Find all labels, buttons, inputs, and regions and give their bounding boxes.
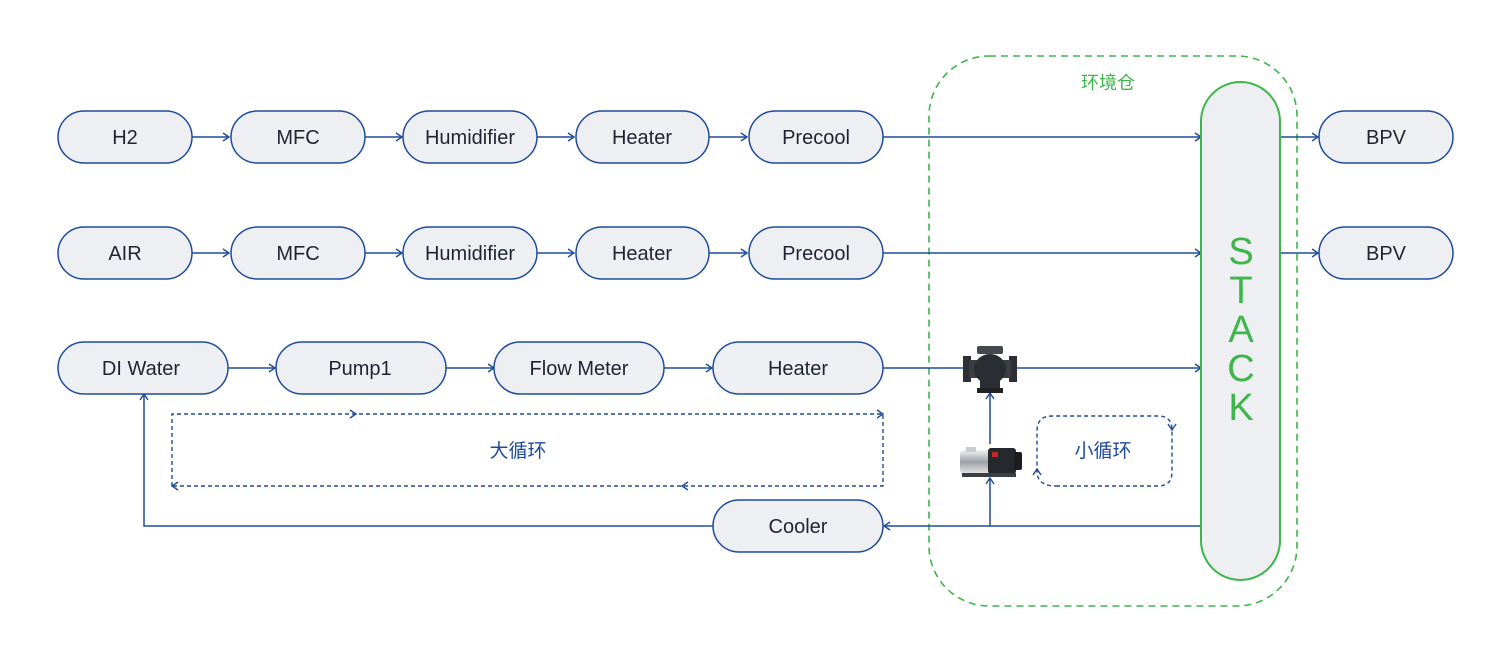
large-loop-label: 大循环 <box>489 440 546 462</box>
bpv-node[interactable]: BPV <box>1318 110 1454 164</box>
precool-node[interactable]: Precool <box>748 110 884 164</box>
heater-label: Heater <box>612 127 672 149</box>
stack-letter: K <box>1228 387 1253 429</box>
stack-letter: C <box>1227 348 1254 390</box>
air-row-connectors <box>192 248 1320 258</box>
di-water-node[interactable]: DI Water <box>57 341 229 395</box>
mfc-node[interactable]: MFC <box>230 226 366 280</box>
humidifier-label: Humidifier <box>425 127 515 149</box>
chamber-label: 环境仓 <box>1081 73 1135 94</box>
h2-label: H2 <box>112 127 138 149</box>
bpv-label: BPV <box>1366 243 1407 265</box>
humidifier-node[interactable]: Humidifier <box>402 110 538 164</box>
heater-node[interactable]: Heater <box>575 226 710 280</box>
three-way-valve-icon <box>963 346 1017 393</box>
heater-label: Heater <box>612 243 672 265</box>
humidifier-node[interactable]: Humidifier <box>402 226 538 280</box>
environment-chamber: 环境仓 <box>928 55 1298 607</box>
heater-node[interactable]: Heater <box>712 341 884 395</box>
pump1-node[interactable]: Pump1 <box>275 341 447 395</box>
water-loop-connectors <box>139 363 1203 531</box>
small-loop-indicator: 小循环 <box>1032 415 1177 487</box>
hydrogen-row-connectors <box>192 132 1320 142</box>
di-water-label: DI Water <box>102 358 180 380</box>
stack-letter: S <box>1228 231 1253 273</box>
precool-label: Precool <box>782 243 850 265</box>
air-row: AIR MFC Humidifier Heater Precool <box>57 226 884 280</box>
heater-label: Heater <box>768 358 828 380</box>
h2-node[interactable]: H2 <box>57 110 193 164</box>
bpv-outputs: BPV BPV <box>1318 110 1454 280</box>
cooler-label: Cooler <box>769 516 828 538</box>
bpv-node[interactable]: BPV <box>1318 226 1454 280</box>
centrifugal-pump-icon <box>960 447 1022 477</box>
stack-letter: T <box>1229 270 1252 312</box>
stack-node[interactable]: S T A C K <box>1200 81 1281 581</box>
air-label: AIR <box>108 243 141 265</box>
precool-label: Precool <box>782 127 850 149</box>
cooler-node[interactable]: Cooler <box>712 499 884 553</box>
heater-node[interactable]: Heater <box>575 110 710 164</box>
pump1-label: Pump1 <box>328 358 391 380</box>
mfc-label: MFC <box>276 243 319 265</box>
mfc-node[interactable]: MFC <box>230 110 366 164</box>
flow-meter-label: Flow Meter <box>530 358 629 380</box>
small-loop-label: 小循环 <box>1074 440 1131 462</box>
bpv-label: BPV <box>1366 127 1407 149</box>
air-node[interactable]: AIR <box>57 226 193 280</box>
precool-node[interactable]: Precool <box>748 226 884 280</box>
humidifier-label: Humidifier <box>425 243 515 265</box>
large-loop-indicator: 大循环 <box>170 409 885 491</box>
mfc-label: MFC <box>276 127 319 149</box>
hydrogen-row: H2 MFC Humidifier Heater Precool <box>57 110 884 164</box>
water-row: DI Water Pump1 Flow Meter Heater Cooler <box>57 341 884 553</box>
stack-letter: A <box>1228 309 1254 351</box>
flow-meter-node[interactable]: Flow Meter <box>493 341 665 395</box>
